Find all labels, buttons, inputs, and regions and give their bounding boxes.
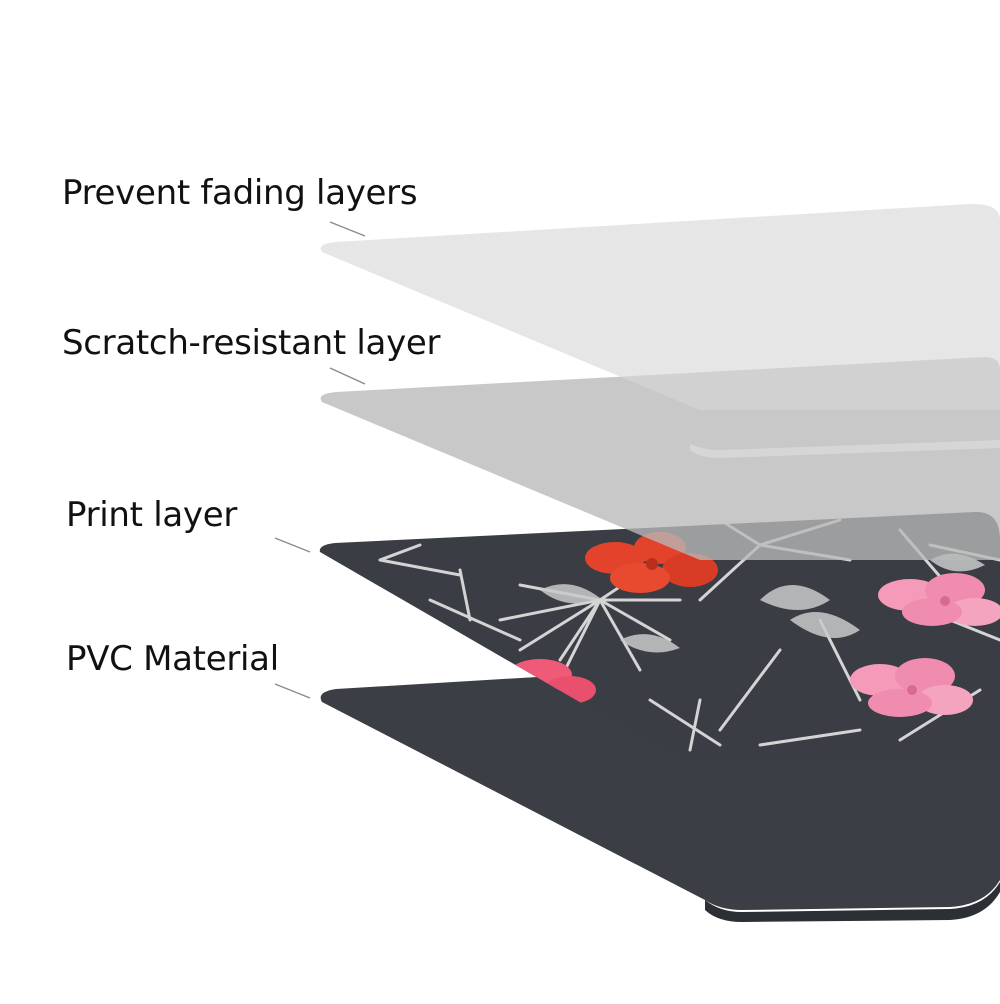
label-pvc-material: PVC Material [66, 639, 279, 679]
prevent-fading-layer [320, 203, 1000, 410]
scratch-resistant-layer-rounded-corner [690, 440, 1000, 458]
label-scratch-resistant-layer: Scratch-resistant layer [62, 323, 441, 363]
leader-line-scratch-resistant [329, 367, 366, 385]
print-layer-base [319, 511, 1000, 760]
label-prevent-fading-layers: Prevent fading layers [62, 173, 418, 213]
leader-line-prevent-fading [329, 221, 366, 237]
leaf-shapes [540, 553, 985, 653]
pvc-material-edge [705, 882, 1000, 922]
leader-lines [274, 221, 366, 699]
pink-flower-top [878, 573, 1000, 626]
pink-flower-bottom [850, 658, 973, 717]
label-print-layer: Print layer [66, 495, 238, 535]
leader-line-pvc [274, 683, 311, 699]
leader-line-print [274, 537, 311, 553]
